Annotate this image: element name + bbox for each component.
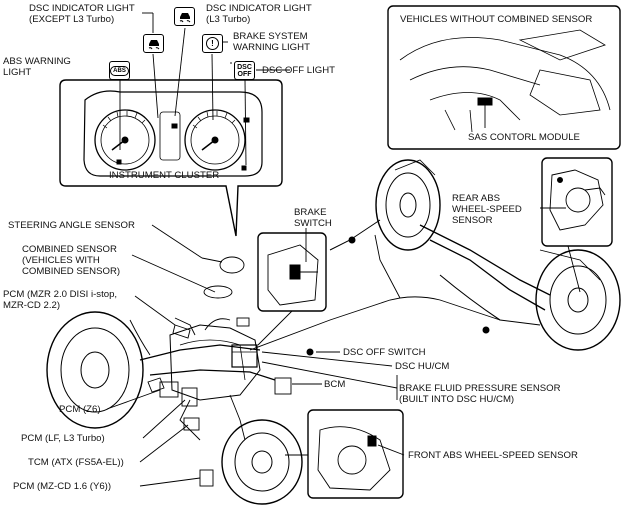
- label-sas-module: SAS CONTORL MODULE: [468, 132, 580, 143]
- dsc-off-icon: DSC OFF: [234, 61, 255, 80]
- dsc-off-symbol-line1: DSC: [237, 63, 252, 71]
- label-dsc-indicator-l3: DSC INDICATOR LIGHT (L3 Turbo): [206, 3, 312, 25]
- brake-switch-inset: [257, 228, 327, 346]
- dsc-indicator-icon-except: [143, 34, 164, 53]
- label-dsc-indicator-except: DSC INDICATOR LIGHT (EXCEPT L3 Turbo): [29, 3, 135, 25]
- front-axle-drawing: [46, 256, 314, 505]
- dsc-indicator-icon-l3: [174, 7, 195, 26]
- label-brake-fluid: BRAKE FLUID PRESSURE SENSOR (BUILT INTO …: [399, 383, 561, 405]
- label-dsc-off-light: DSC OFF LIGHT: [262, 65, 336, 76]
- skidding-car-icon: [179, 12, 190, 22]
- abs-warning-icon: ABS: [109, 61, 130, 80]
- label-bcm: BCM: [324, 379, 346, 390]
- label-pcm-lf: PCM (LF, L3 Turbo): [21, 433, 105, 444]
- rear-abs-inset: [540, 157, 613, 293]
- instrument-cluster-callout: [59, 79, 283, 237]
- label-combined-sensor: COMBINED SENSOR (VEHICLES WITH COMBINED …: [22, 244, 121, 277]
- label-tcm: TCM (ATX (FS5A-EL)): [28, 457, 124, 468]
- label-rear-abs: REAR ABS WHEEL-SPEED SENSOR: [452, 193, 522, 226]
- label-brake-switch: BRAKE SWITCH: [294, 207, 332, 229]
- label-vehicles-without: VEHICLES WITHOUT COMBINED SENSOR: [400, 14, 593, 25]
- label-pcm-mzr: PCM (MZR 2.0 DISI i-stop, MZR-CD 2.2): [3, 289, 118, 311]
- label-pcm-mzcd: PCM (MZ-CD 1.6 (Y6)): [13, 481, 112, 492]
- label-pcm-z6: PCM (Z6): [59, 404, 101, 415]
- label-front-abs: FRONT ABS WHEEL-SPEED SENSOR: [408, 450, 578, 461]
- label-dsc-hucm: DSC HU/CM: [395, 361, 450, 372]
- warning-light-leaders: [119, 12, 290, 166]
- rear-axle-drawing: [249, 159, 621, 351]
- label-leaders: [106, 224, 405, 487]
- sas-inset-box: [387, 5, 621, 150]
- label-dsc-off-switch: DSC OFF SWITCH: [343, 347, 426, 358]
- dsc-off-symbol-line2: OFF: [237, 70, 252, 78]
- brake-warning-icon: !: [202, 34, 223, 53]
- label-brake-warning: BRAKE SYSTEM WARNING LIGHT: [233, 31, 310, 53]
- label-steering-angle: STEERING ANGLE SENSOR: [8, 220, 135, 231]
- abs-warning-symbol: ABS: [110, 65, 129, 76]
- label-instrument-cluster: INSTRUMENT CLUSTER: [109, 170, 220, 181]
- front-abs-inset: [285, 409, 404, 499]
- skidding-car-icon: [148, 39, 159, 49]
- label-abs-warning: ABS WARNING LIGHT: [3, 56, 71, 78]
- brake-warning-symbol: !: [206, 37, 219, 50]
